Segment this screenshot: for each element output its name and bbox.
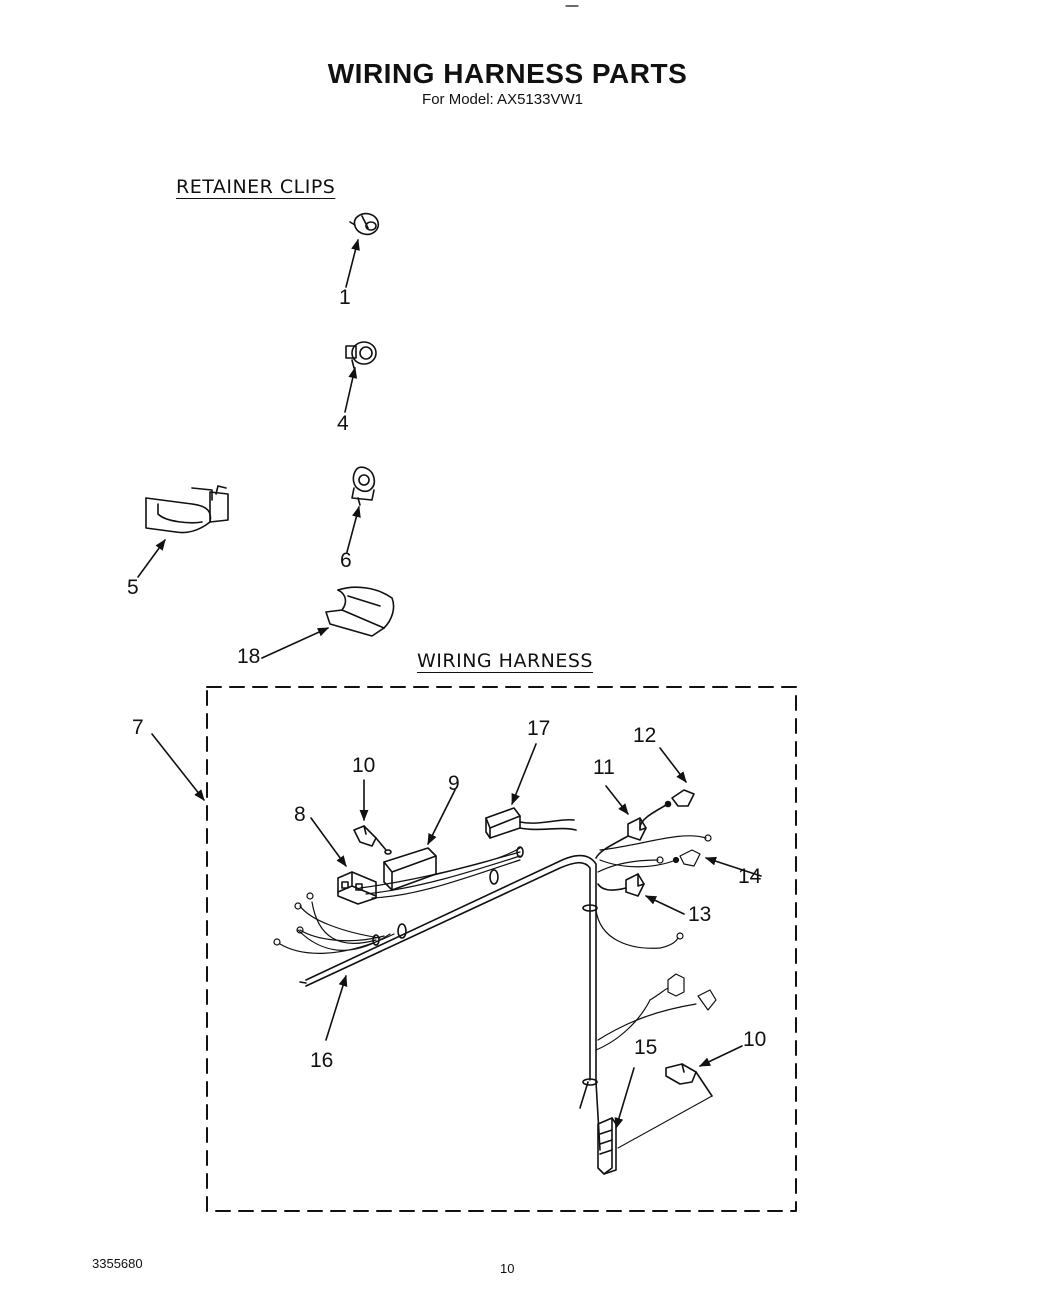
callout-13: 13 [688,903,712,926]
leader-11 [605,785,629,815]
terminal-block-part-9 [383,847,437,891]
wiring-harness-heading: WIRING HARNESS [417,650,593,672]
harness-main-bundle [299,846,601,1151]
leader-7 [151,733,205,801]
left-wire-leads [273,847,521,954]
connector-part-15 [597,1117,617,1175]
clip-part-4 [345,341,377,369]
callout-9: 9 [448,772,460,795]
retainer-clips-heading: RETAINER CLIPS [176,176,336,198]
callout-12: 12 [633,724,657,747]
terminal-part-14 [597,834,712,873]
leader-17 [511,743,537,806]
callout-18: 18 [237,645,261,668]
right-lower-wire-leads [595,909,717,1051]
leader-4 [344,366,358,413]
callout-11: 11 [593,756,615,779]
callout-1: 1 [339,286,351,309]
callout-7: 7 [132,716,144,739]
leader-5 [137,539,166,578]
clip-part-1 [349,212,380,236]
callout-16: 16 [310,1049,334,1072]
connector-part-13 [597,873,645,897]
leader-12 [659,747,687,783]
leader-15 [614,1067,635,1130]
leader-14 [704,856,762,877]
leader-6 [346,505,361,553]
terminal-part-10-upper [353,825,392,855]
callout-6: 6 [340,549,352,572]
leader-8 [310,817,347,867]
leader-10-lower [698,1045,743,1067]
document-number: 3355680 [92,1256,143,1271]
connector-part-8 [337,871,377,905]
callout-5: 5 [127,576,139,599]
leader-18 [261,627,330,659]
callout-8: 8 [294,803,306,826]
callout-10-lower: 10 [743,1028,767,1051]
callout-10-upper: 10 [352,754,376,777]
terminal-part-10-lower [617,1063,713,1149]
callout-17: 17 [527,717,551,740]
page-title: WIRING HARNESS PARTS [327,58,688,89]
leader-16 [325,974,348,1041]
leader-9 [427,789,456,846]
callout-4: 4 [337,412,349,435]
clip-part-5 [145,485,229,534]
connector-part-11 [595,817,647,859]
callout-14: 14 [738,865,762,888]
terminal-part-12 [639,789,695,829]
connector-part-17 [485,807,577,839]
model-subtitle: For Model: AX5133VW1 [422,91,583,108]
leader-1 [345,238,360,288]
clip-part-6 [351,466,376,506]
leader-13 [644,895,685,915]
clip-part-18 [325,586,395,637]
harness-frame [206,686,797,1212]
callout-15: 15 [634,1036,658,1059]
page-number: 10 [500,1261,515,1276]
